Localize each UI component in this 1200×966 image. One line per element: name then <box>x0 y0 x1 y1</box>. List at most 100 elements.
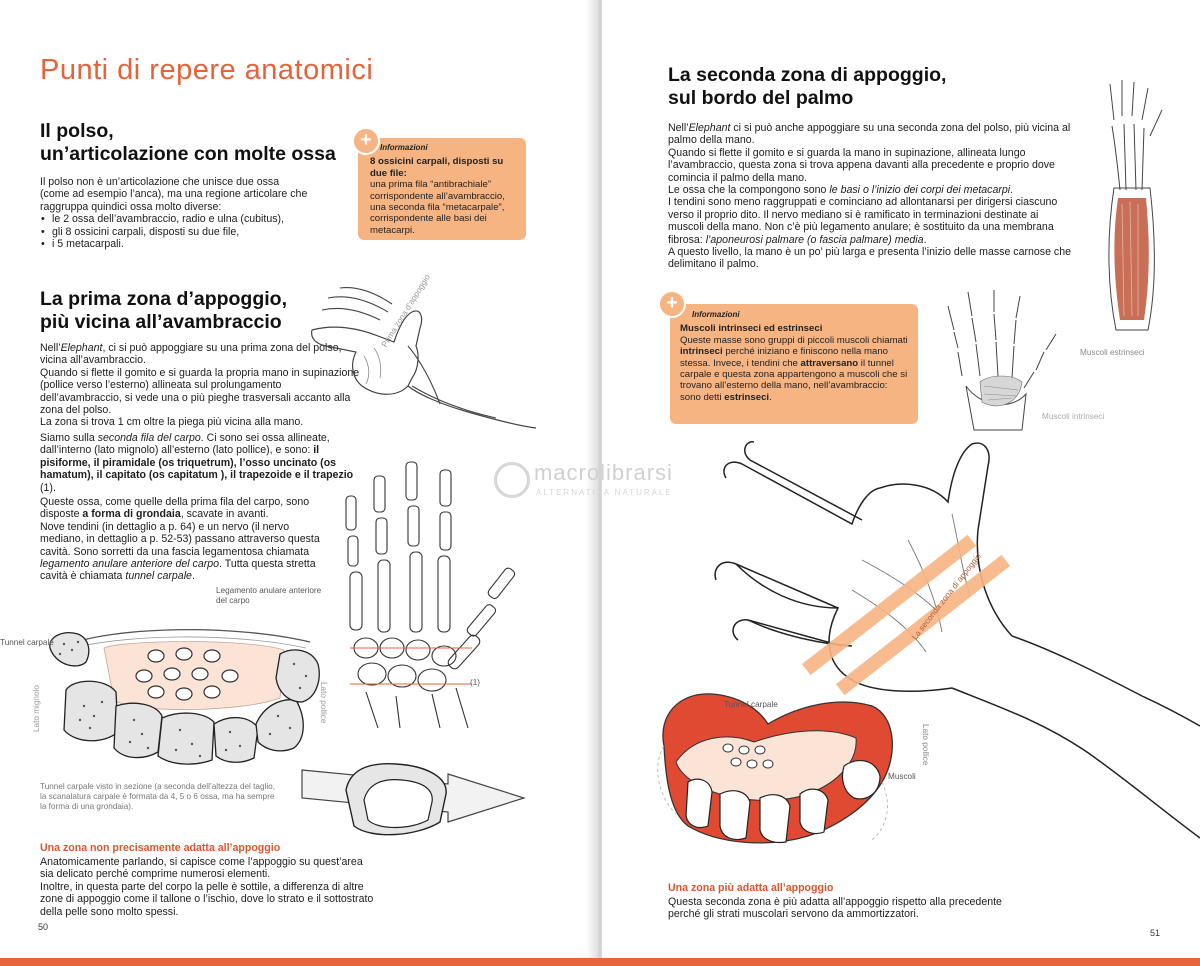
text-run-italic: tunnel carpale <box>125 570 192 583</box>
text-run: perché iniziano e finiscono nella mano s… <box>680 346 888 369</box>
heading-line: La prima zona d’appoggio, <box>40 288 288 310</box>
prima-zona-text-c: Queste ossa, come quelle della prima fil… <box>40 496 330 583</box>
forearm-muscle-illustration <box>1108 80 1163 331</box>
paragraph: Il polso non è un’articolazione che unis… <box>40 176 308 213</box>
page-number: 50 <box>38 922 49 932</box>
heading-line: un’articolazione con molte ossa <box>40 143 336 165</box>
ligament-label: Legamento anulare anteriore del carpo <box>216 586 322 605</box>
hand-sketch-illustration <box>311 287 537 429</box>
heading-line: più vicina all’avambraccio <box>40 311 282 333</box>
bone-list: le 2 ossa dell’avambraccio, radio e ulna… <box>40 213 310 251</box>
info-box-bold: 8 ossicini carpali, disposti su due file… <box>370 156 504 179</box>
right-page: La seconda zona di appoggio, sul bordo d… <box>602 0 1200 958</box>
info-box-title: Informazioni <box>380 143 428 152</box>
info-box-bold: Muscoli intrinseci ed estrinseci <box>680 323 823 335</box>
text-run-bold: intrinseci <box>680 346 723 358</box>
text-run: I tendini sono meno raggruppati e cominc… <box>668 196 1058 246</box>
page-number: 51 <box>1150 928 1161 938</box>
text-run: Siamo sulla <box>40 432 98 444</box>
list-item: le 2 ossa dell’avambraccio, radio e ulna… <box>40 213 310 226</box>
gutter-shape-illustration <box>301 763 526 836</box>
muscoli-label: Muscoli <box>888 772 916 781</box>
skeletal-hand-illustration <box>345 461 516 729</box>
paragraph: I tendini sono meno raggruppati e cominc… <box>668 196 1072 246</box>
intrinsic-muscles-hand-illustration <box>947 290 1057 431</box>
info-box-text: Queste masse sono gruppi di piccoli musc… <box>680 335 908 403</box>
large-hand-illustration <box>714 441 1200 839</box>
text-run: Nell’ <box>40 342 61 354</box>
text-run: Queste masse sono gruppi di piccoli musc… <box>680 334 908 346</box>
text-run: ci si può anche appoggiare su una second… <box>668 122 1071 147</box>
text-run: Nell’ <box>668 122 689 134</box>
chapter-title: Punti di repere anatomici <box>40 54 374 86</box>
paragraph: Nell’Elephant ci si può anche appoggiare… <box>668 122 1072 147</box>
paragraph: Queste ossa, come quelle della prima fil… <box>40 496 330 521</box>
paragraph: Quando si flette il gomito e si guarda l… <box>668 146 1055 184</box>
info-box-text: una prima fila “antibrachiale” corrispon… <box>370 179 505 236</box>
plus-icon: + <box>352 127 380 155</box>
plus-icon: + <box>658 290 686 318</box>
tunnel-label: Tunnel carpale <box>724 700 778 709</box>
text-run-italic: legamento anulare anteriore del carpo <box>40 558 220 571</box>
paragraph: Quando si flette il gomito e si guarda l… <box>40 366 360 417</box>
list-item: gli 8 ossicini carpali, disposti su due … <box>40 226 310 239</box>
paragraph: Anatomicamente parlando, si capisce come… <box>40 856 363 881</box>
marker-1: (1) <box>470 678 481 687</box>
text-run: (1). <box>40 481 56 494</box>
subhead-zona-non-adatta: Una zona non precisamente adatta all’app… <box>40 842 281 854</box>
info-box-carpali: Informazioni 8 ossicini carpali, dispost… <box>358 138 526 240</box>
zona-non-adatta-text: Anatomicamente parlando, si capisce come… <box>40 856 376 918</box>
text-run-italic: Elephant <box>688 122 731 134</box>
text-run: . <box>1010 184 1014 197</box>
text-run-bold: attraversano <box>800 357 859 369</box>
text-run-italic: seconda fila del carpo <box>97 432 201 444</box>
text-run-italic: l’aponeurosi palmare (o fascia palmare) … <box>705 233 924 246</box>
watermark-subtext: ALTERNATIVA NATURALE <box>536 488 673 497</box>
text-run-bold: estrinseci <box>724 391 770 403</box>
paragraph: Questa seconda zona è più adatta all’app… <box>668 896 1002 921</box>
lato-mignolo-label: Lato mignolo <box>32 685 41 732</box>
intrinseci-label: Muscoli intrinseci <box>1042 412 1105 421</box>
paragraph: Inoltre, in questa parte del corpo la pe… <box>40 880 374 918</box>
text-run: Nove tendini (in dettaglio a p. 64) e un… <box>40 520 320 558</box>
info-box-title: Informazioni <box>692 310 740 319</box>
text-run: . <box>191 570 195 583</box>
lato-pollice-label: Lato pollice <box>921 724 930 766</box>
tunnel-caption: Tunnel carpale visto in sezione (a secon… <box>40 782 275 811</box>
text-run: Le ossa che la compongono sono <box>668 184 830 197</box>
section-heading-prima-zona: La prima zona d’appoggio, più vicina all… <box>40 288 310 334</box>
text-run: . Ci sono sei ossa allineate, dall’inter… <box>40 432 330 457</box>
heading-line: Il polso, <box>40 120 114 142</box>
zona-adatta-text: Questa seconda zona è più adatta all’app… <box>668 896 1028 921</box>
watermark-text: macrolibrarsi <box>534 460 673 485</box>
text-run: Invece, i tendini che <box>713 357 801 369</box>
info-box-muscoli: Informazioni Muscoli intrinseci ed estri… <box>670 304 918 424</box>
text-run: il tunnel carpale e questa zona apparten… <box>680 357 908 403</box>
paragraph: Nell’Elephant, ci si può appoggiare su u… <box>40 342 366 367</box>
paragraph: Le ossa che la compongono sono le basi o… <box>668 184 1072 196</box>
heading-line: La seconda zona di appoggio, <box>668 64 947 86</box>
lato-pollice-label: Lato pollice <box>319 682 328 724</box>
list-item: i 5 metacarpali. <box>40 238 310 251</box>
text-run-italic: le basi o l’inizio dei corpi dei metacar… <box>829 184 1011 197</box>
text-run: . <box>769 391 772 403</box>
paragraph: Nove tendini (in dettaglio a p. 64) e un… <box>40 521 330 583</box>
text-run-bold: il pisiforme, il piramidale (os triquetr… <box>40 444 354 482</box>
text-run: , scavate in avanti. <box>180 508 269 521</box>
bottom-edge-strip <box>0 958 1200 966</box>
tunnel-label: Tunnel carpale <box>0 638 54 647</box>
heading-line: sul bordo del palmo <box>668 87 854 109</box>
polso-text: Il polso non è un’articolazione che unis… <box>40 176 310 251</box>
prima-zona-text-a: Nell’Elephant, ci si può appoggiare su u… <box>40 342 366 429</box>
subhead-zona-adatta: Una zona più adatta all’appoggio <box>668 882 834 894</box>
watermark-logo-icon <box>494 462 530 498</box>
carpal-tunnel-section-illustration <box>49 629 320 765</box>
prima-zona-text-b: Siamo sulla seconda fila del carpo. Ci s… <box>40 432 366 494</box>
muscle-tunnel-section-illustration <box>657 693 893 844</box>
text-run-bold: a forma di grondaia <box>82 508 181 521</box>
section-heading-seconda-zona: La seconda zona di appoggio, sul bordo d… <box>668 64 988 110</box>
paragraph: A questo livello, la mano è un po’ più l… <box>668 246 1071 271</box>
text-run: . <box>923 233 927 246</box>
text-run-italic: Elephant <box>60 342 103 354</box>
